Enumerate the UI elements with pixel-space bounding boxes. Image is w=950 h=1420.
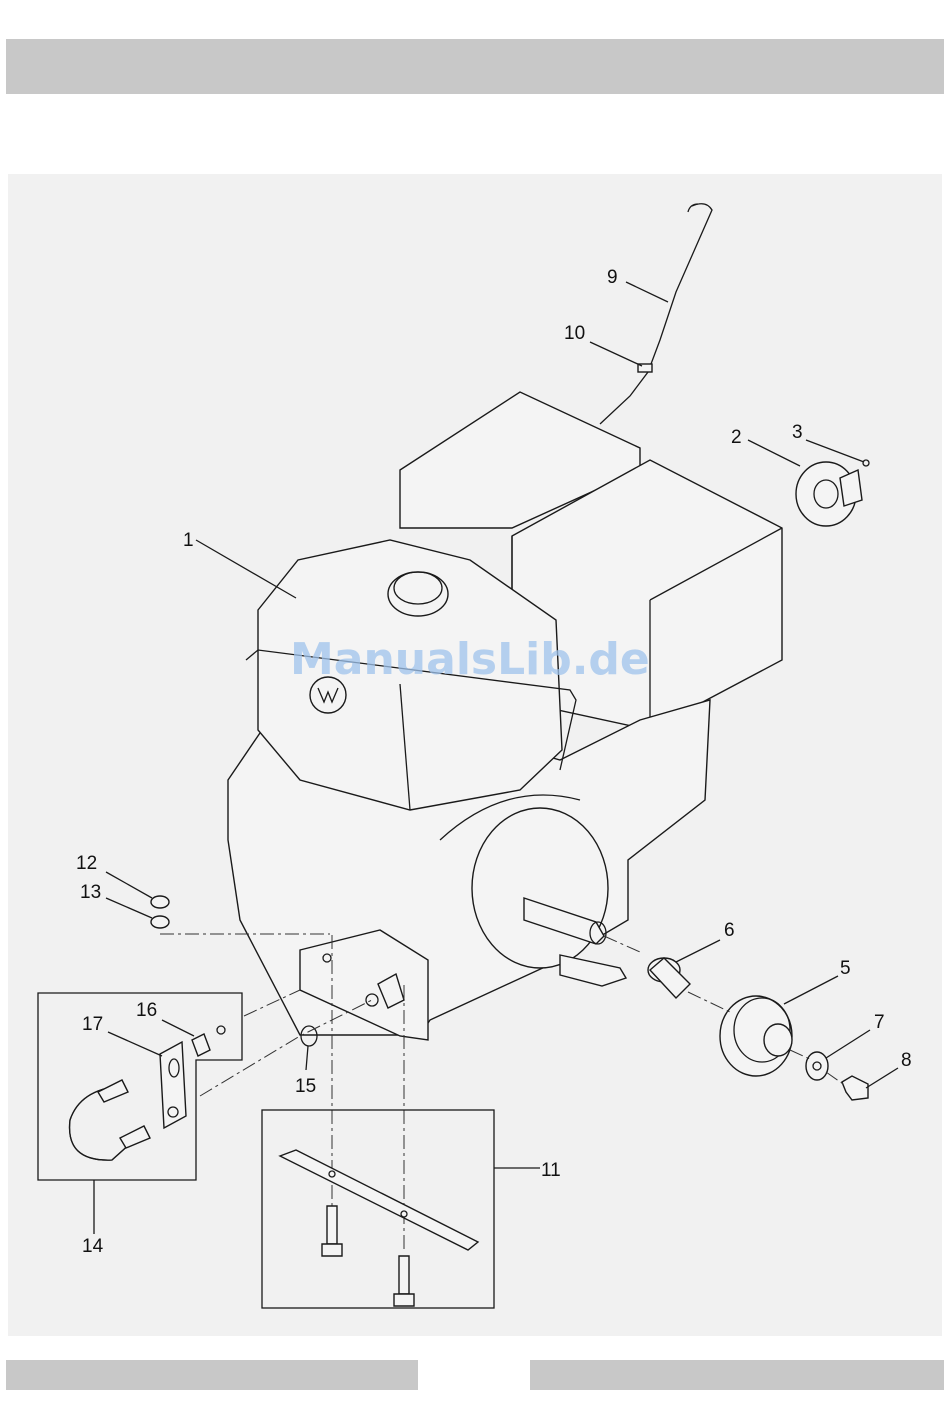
leader-9 [626, 282, 668, 302]
leader-10 [590, 342, 642, 366]
leader-7 [826, 1030, 870, 1058]
leader-17 [108, 1032, 162, 1056]
kit-box-14 [38, 993, 242, 1180]
diagram-svg: 1 2 3 5 6 7 8 9 10 11 12 13 14 15 16 17 … [8, 174, 942, 1336]
washer-7 [806, 1052, 828, 1080]
shaft-bracket [560, 955, 626, 986]
leader-16 [162, 1020, 194, 1036]
dipstick-tube-end [688, 204, 698, 212]
callout-14: 14 [82, 1236, 104, 1257]
callout-2: 2 [731, 427, 742, 448]
callout-13: 13 [80, 882, 101, 903]
leader-8 [866, 1068, 898, 1088]
crankcase-cover [472, 808, 608, 968]
callout-6: 6 [724, 920, 735, 941]
watermark: ManualsLib.de [290, 634, 650, 685]
rail-bolt-2 [399, 1256, 409, 1294]
leader-13 [106, 898, 152, 918]
callout-8: 8 [901, 1050, 912, 1071]
callout-9: 9 [607, 267, 618, 288]
pulley-hub [764, 1024, 792, 1056]
rail-bolt-2-head [394, 1294, 414, 1306]
leader-15 [306, 1046, 308, 1070]
callout-16: 16 [136, 1000, 157, 1021]
leader-2 [748, 440, 800, 466]
bolt-8 [842, 1076, 868, 1100]
exploded-parts-diagram: 1 2 3 5 6 7 8 9 10 11 12 13 14 15 16 17 … [8, 174, 942, 1336]
header-bar [6, 39, 944, 94]
nut-16 [192, 1034, 210, 1056]
rail-bolt [327, 1206, 337, 1244]
footer-bar-left [6, 1360, 418, 1390]
footer-bar-right [530, 1360, 944, 1390]
callout-12: 12 [76, 853, 97, 874]
hose-fitting-upper [98, 1080, 128, 1102]
washer-16 [217, 1026, 225, 1034]
clip-3 [863, 460, 869, 466]
callout-11: 11 [541, 1160, 561, 1181]
fuel-cap [388, 572, 448, 616]
rail-bolt-head [322, 1244, 342, 1256]
callout-15: 15 [295, 1076, 316, 1097]
callout-7: 7 [874, 1012, 885, 1033]
callout-10: 10 [564, 323, 585, 344]
leader-1 [196, 540, 296, 598]
callout-3: 3 [792, 422, 803, 443]
hose-fitting-lower [120, 1126, 150, 1148]
leader-5 [784, 976, 838, 1004]
washer-13 [151, 916, 169, 928]
leader-6 [676, 940, 720, 962]
nut-12 [151, 896, 169, 908]
callout-17: 17 [82, 1014, 103, 1035]
leader-12 [106, 872, 152, 898]
leader-3 [806, 440, 864, 462]
mounting-rail [280, 1150, 478, 1250]
callout-1: 1 [183, 530, 194, 551]
dipstick-tube [600, 204, 712, 424]
callout-5: 5 [840, 958, 851, 979]
kit-box-11 [262, 1110, 494, 1308]
bracket-17 [160, 1042, 186, 1128]
